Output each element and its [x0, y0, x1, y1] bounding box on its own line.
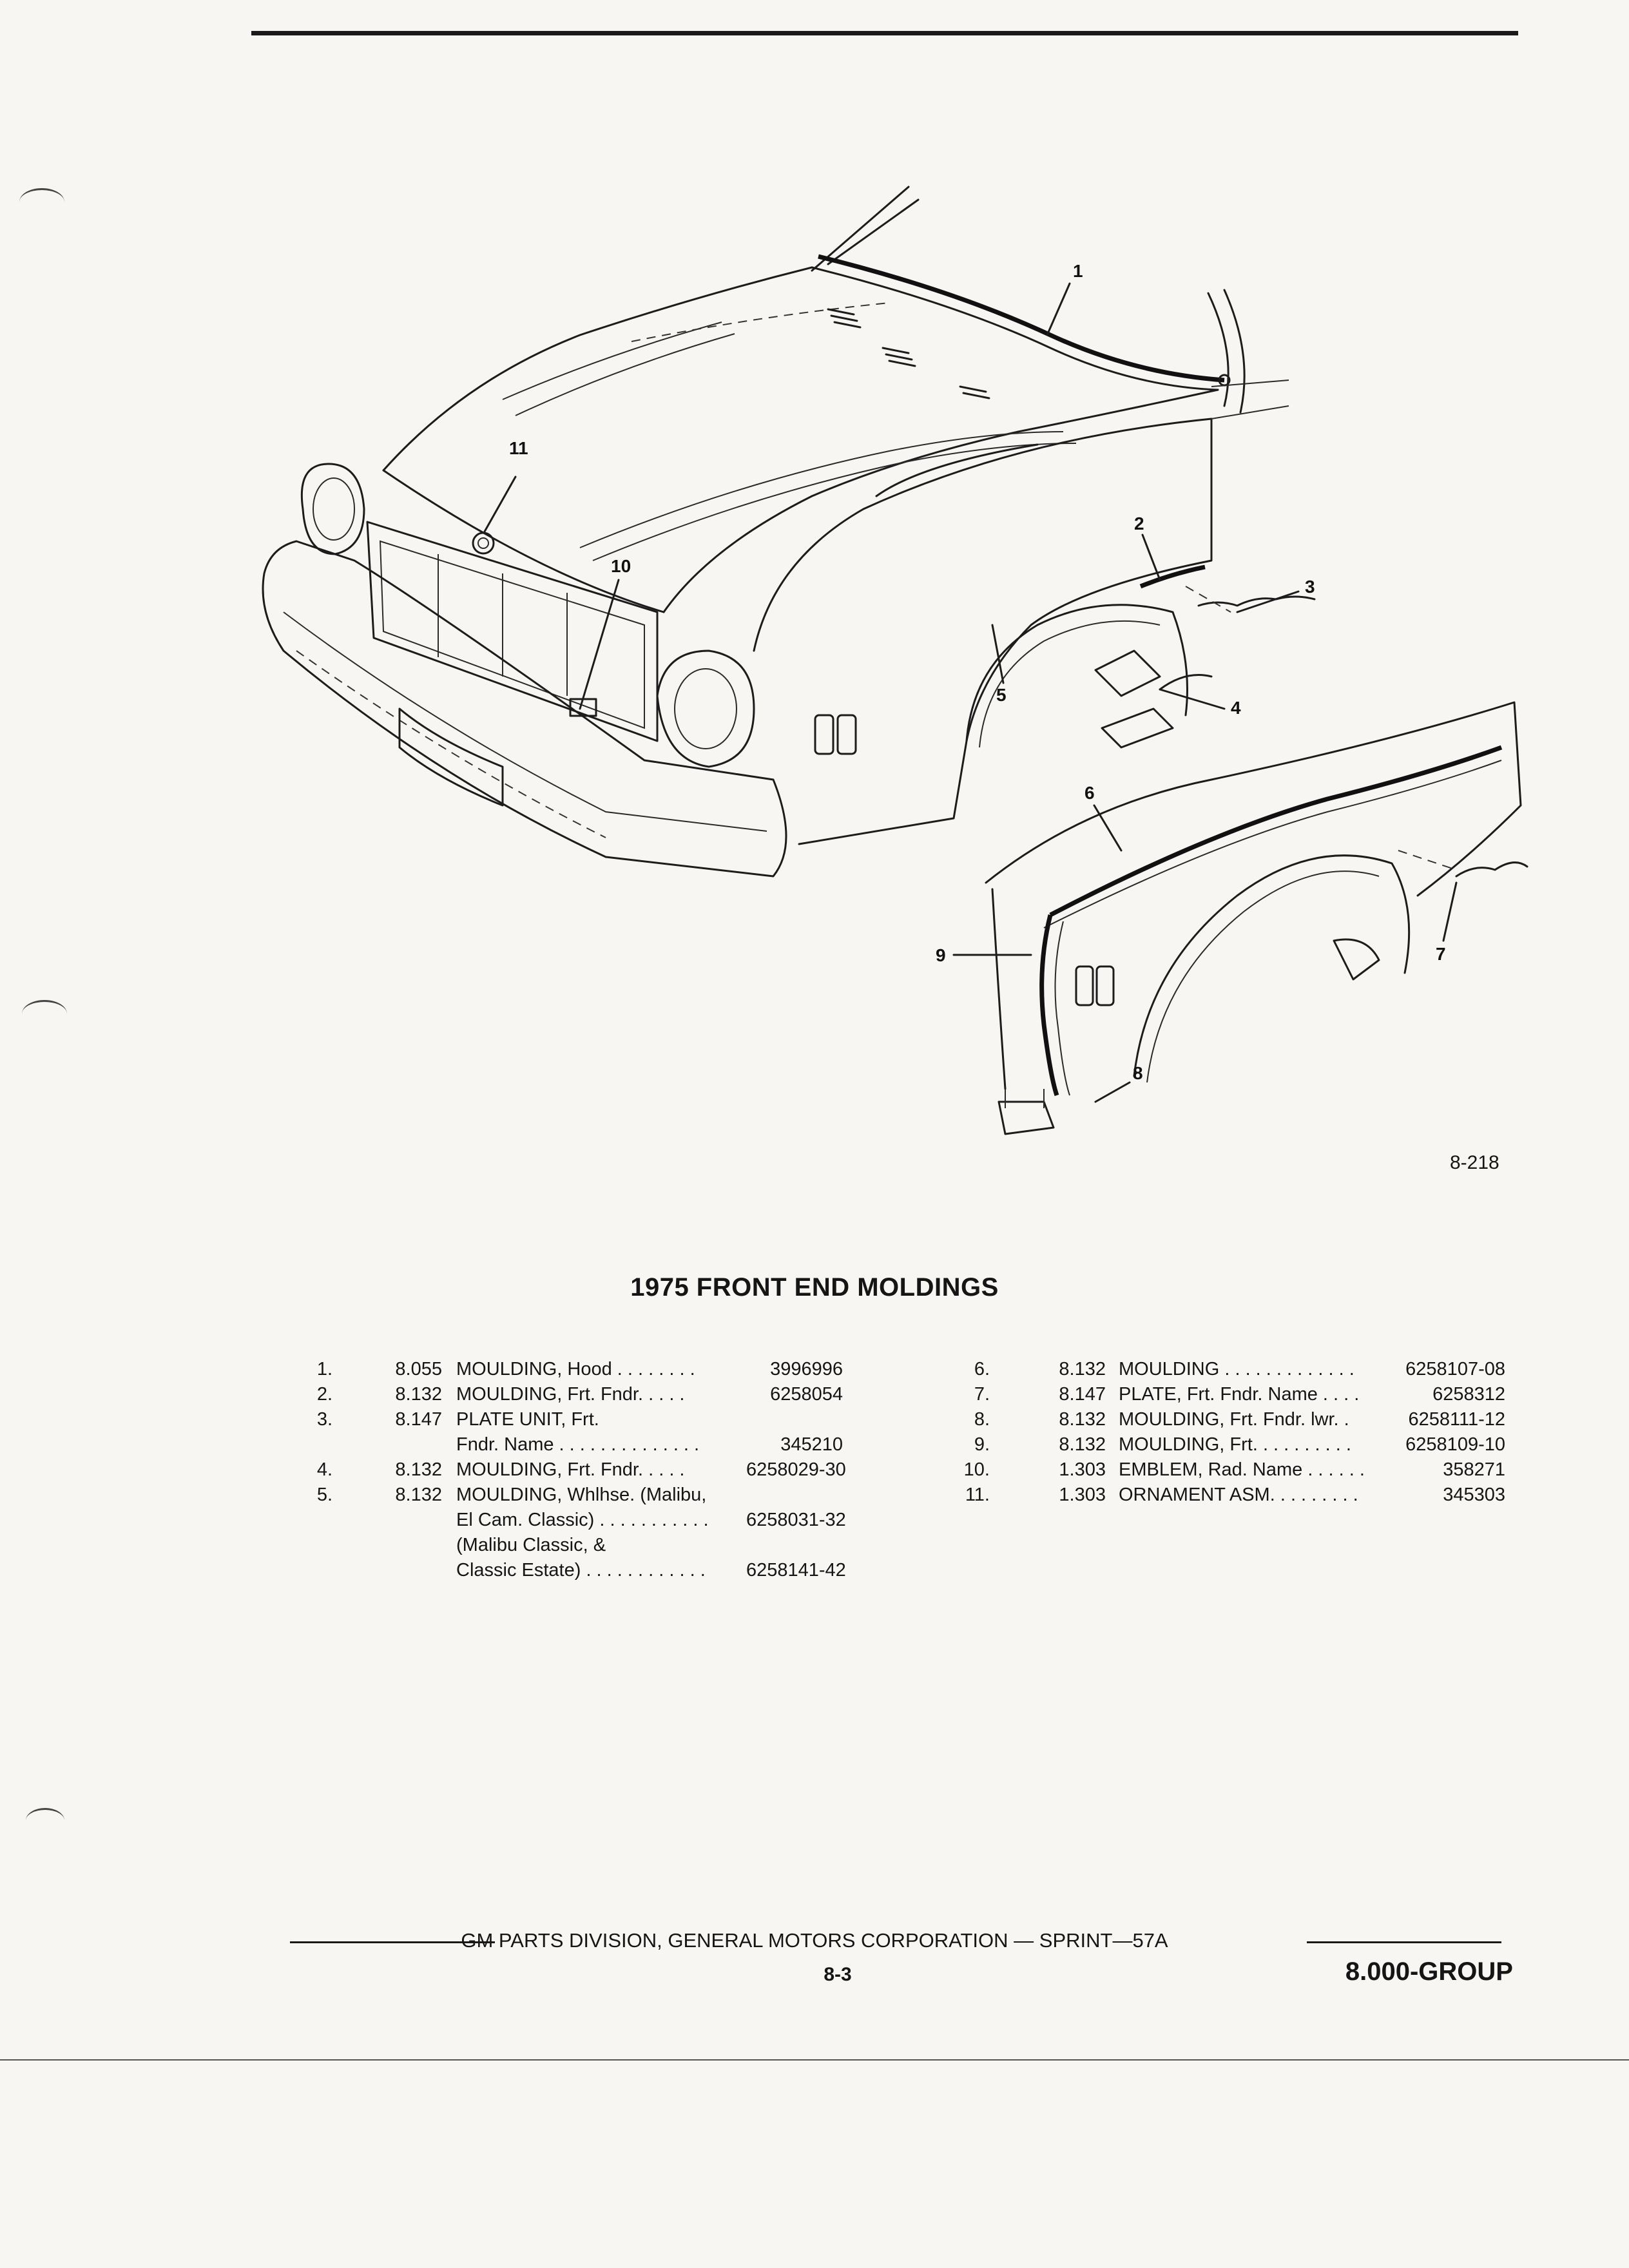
callout-3: 3	[1305, 577, 1315, 597]
list-item: El Cam. Classic) . . . . . . . . . . .62…	[456, 1510, 846, 1530]
callout-2: 2	[1134, 514, 1144, 533]
callout-9: 9	[936, 945, 946, 965]
group-label: 8.000-GROUP	[1345, 1957, 1513, 1986]
exploded-view-illustration: 1 2 3 4 5 6 7 8 9 10 11	[262, 186, 1528, 1135]
callout-8: 8	[1133, 1063, 1143, 1083]
callout-7: 7	[1436, 944, 1446, 964]
callout-4: 4	[1231, 698, 1241, 718]
callout-11: 11	[509, 438, 528, 458]
footer-rule-left	[290, 1941, 495, 1943]
scan-mark	[22, 1000, 67, 1028]
scan-mark	[26, 1808, 64, 1833]
page-title: 1975 FRONT END MOLDINGS	[630, 1273, 999, 1302]
figure-number: 8-218	[1450, 1152, 1499, 1173]
top-rule	[251, 31, 1518, 35]
footer-publisher: GM PARTS DIVISION, GENERAL MOTORS CORPOR…	[461, 1929, 1168, 1952]
footer-rule-right	[1307, 1941, 1501, 1943]
callout-1: 1	[1073, 261, 1083, 281]
callout-10: 10	[611, 556, 631, 576]
bottom-edge-rule	[0, 2059, 1629, 2061]
scan-mark	[19, 188, 64, 216]
page-number: 8-3	[824, 1964, 852, 1985]
list-item: Classic Estate) . . . . . . . . . . . .6…	[456, 1560, 846, 1581]
callout-5: 5	[996, 685, 1007, 705]
list-item: (Malibu Classic, &	[456, 1535, 606, 1555]
list-item: Fndr. Name . . . . . . . . . . . . . .34…	[456, 1434, 843, 1455]
callout-6: 6	[1084, 783, 1095, 803]
